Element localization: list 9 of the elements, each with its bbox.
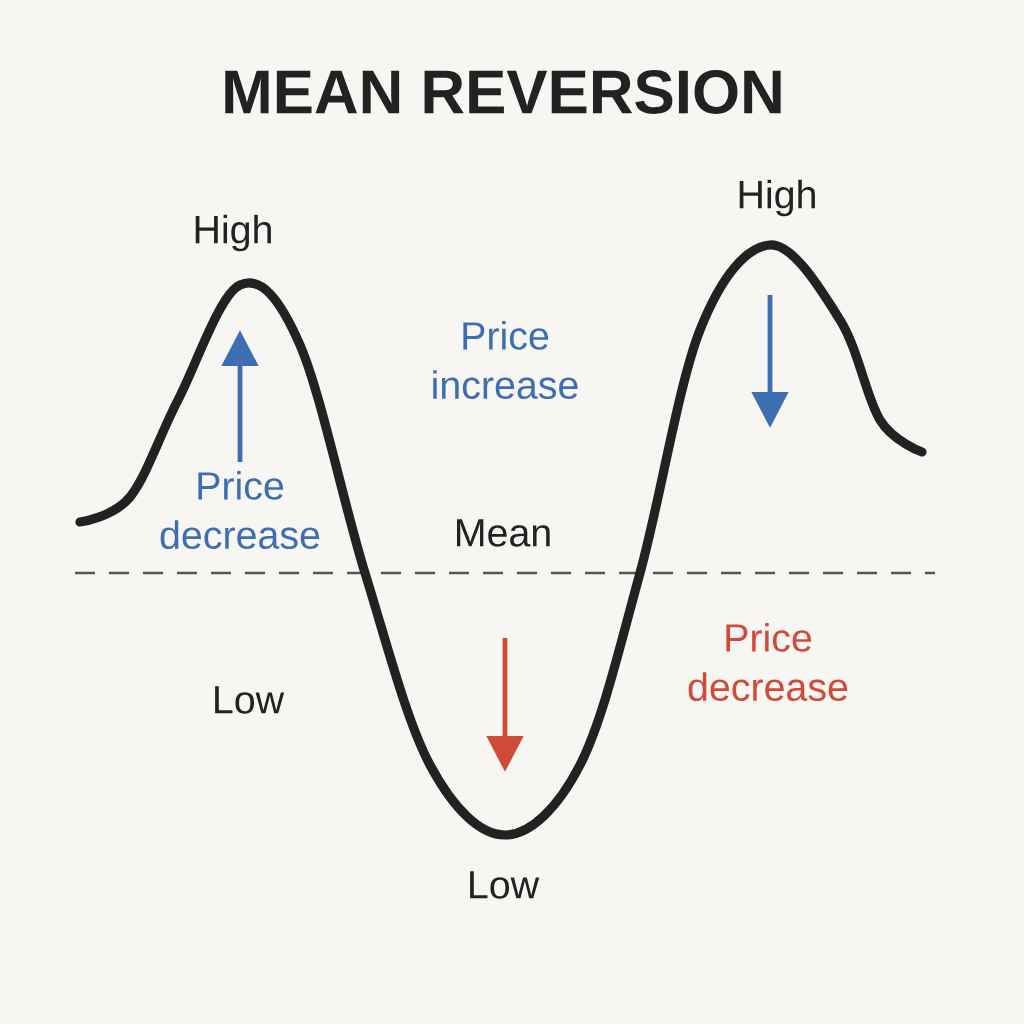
- trend-label: Price decrease: [160, 470, 320, 550]
- low-label: Low: [215, 686, 285, 714]
- peak-label: High: [195, 214, 271, 252]
- trend-label: Price increase: [433, 320, 578, 400]
- title: MEAN REVERSION: [225, 70, 781, 114]
- mean-label: Mean: [457, 519, 550, 547]
- peak-label: High: [739, 179, 815, 217]
- low-label: Low: [470, 871, 540, 899]
- trend-label: Price decrease: [688, 622, 848, 702]
